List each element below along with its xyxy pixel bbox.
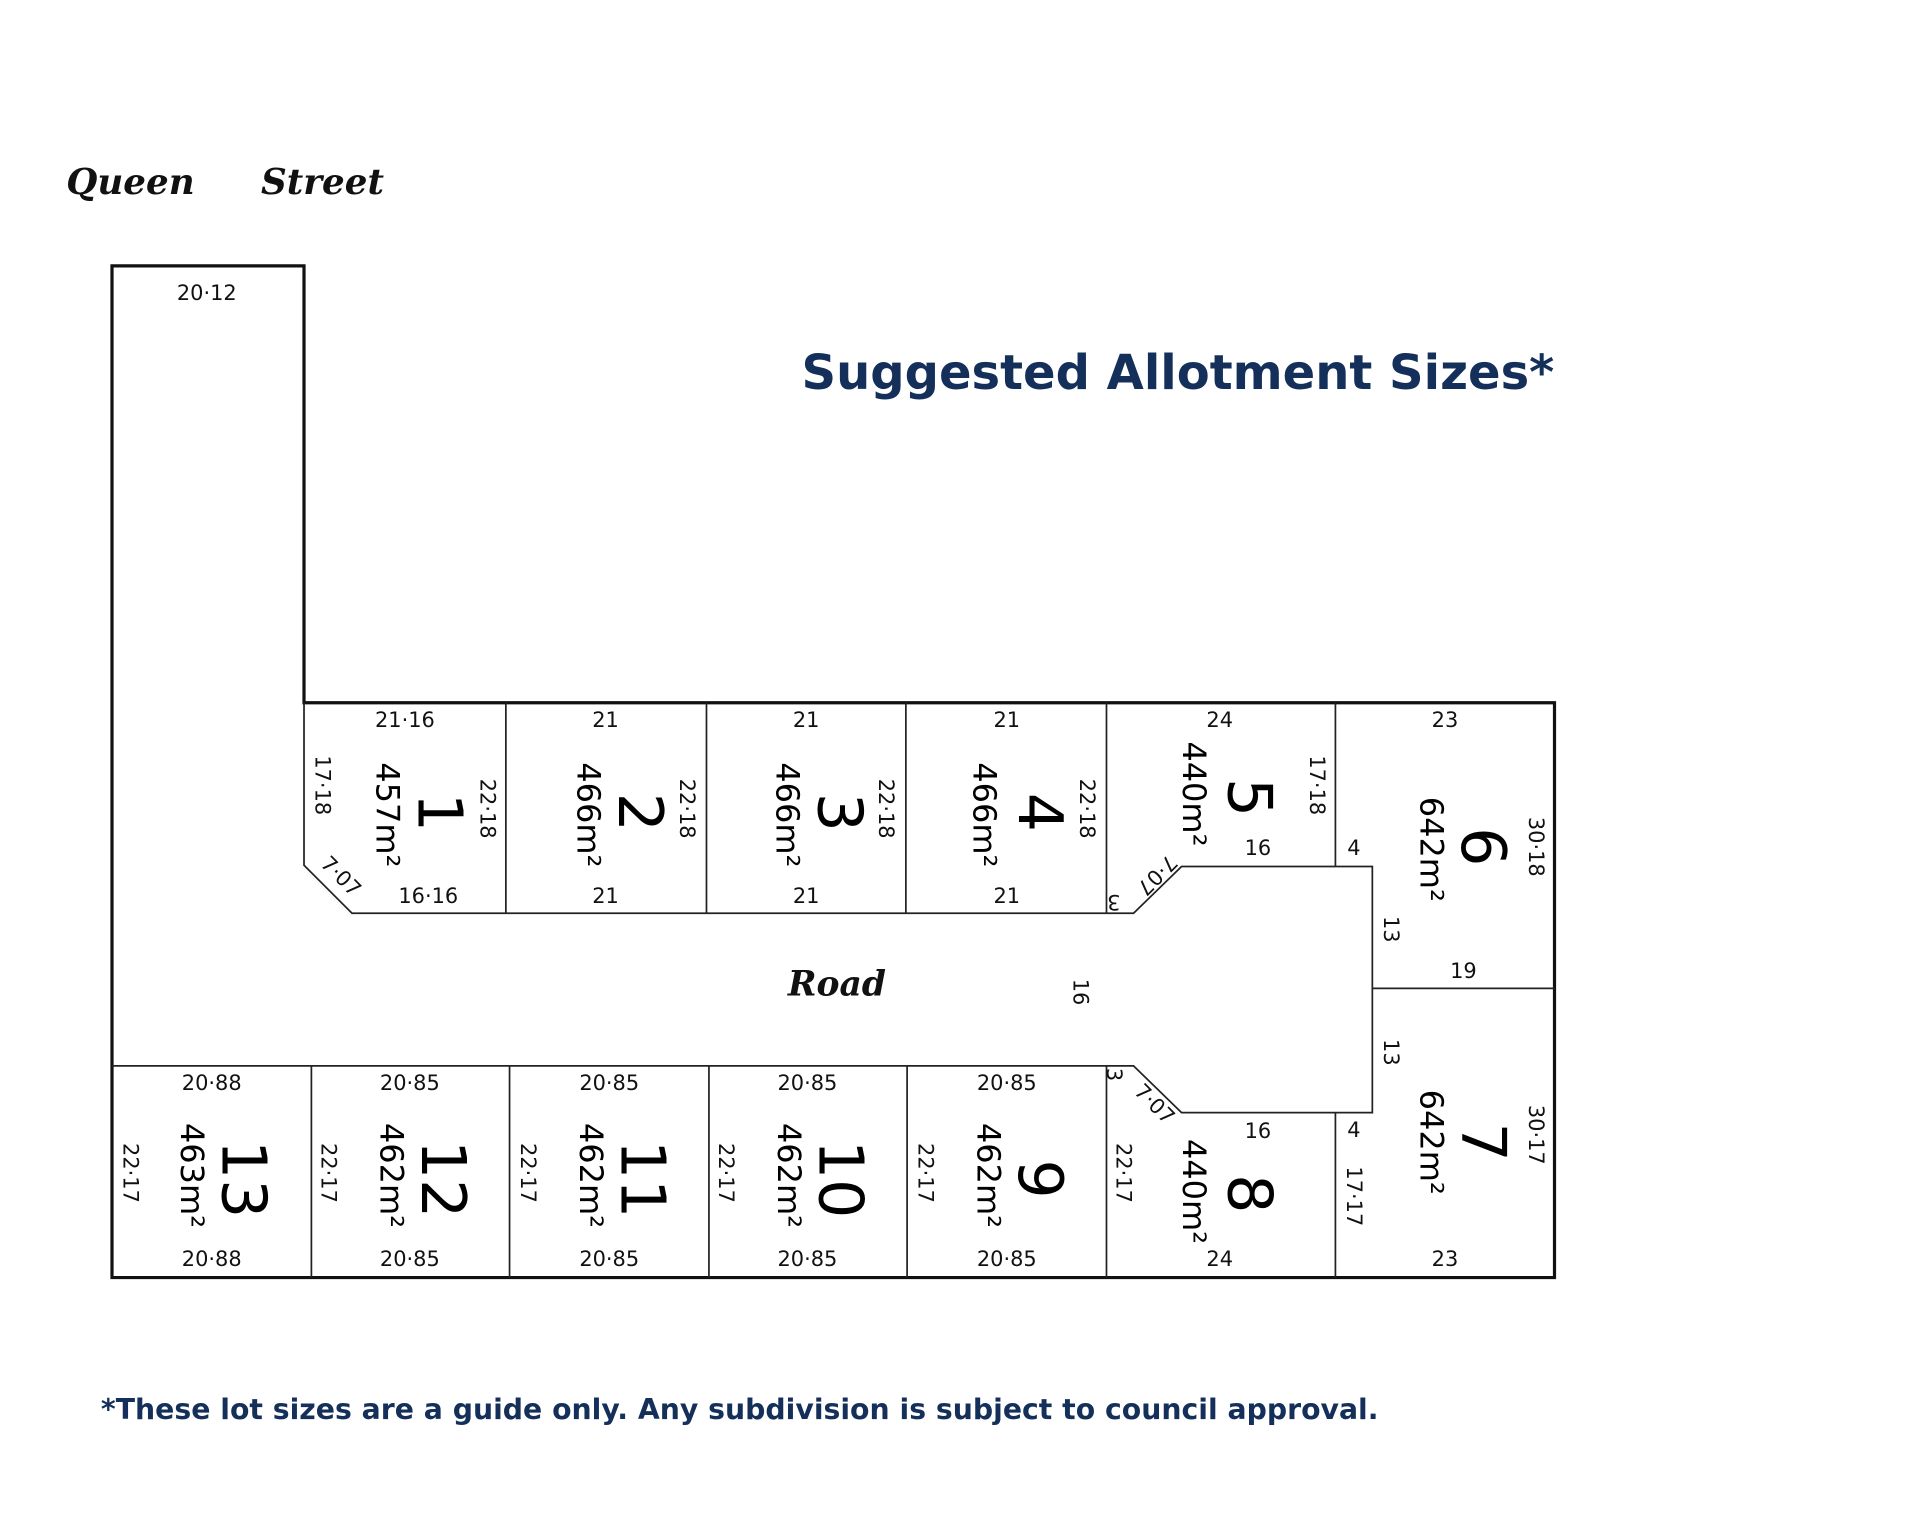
- lot-10: 20·85 20·85 22·17 10 462m²: [714, 1071, 876, 1271]
- lot-4-right: 22·18: [1075, 779, 1099, 839]
- lot-7-left-short: 4: [1347, 1118, 1360, 1142]
- lot-12: 20·85 20·85 22·17 12 462m²: [317, 1071, 479, 1271]
- lot-8-bottom: 24: [1206, 1247, 1233, 1271]
- footnote: *These lot sizes are a guide only. Any s…: [101, 1393, 1379, 1426]
- lot-1-area: 457m²: [369, 762, 407, 867]
- lot-13: 20·88 20·88 22·17 13 463m²: [118, 1071, 279, 1271]
- lot-9-area: 462m²: [969, 1123, 1007, 1228]
- lot-3-number: 3: [803, 793, 875, 832]
- lot-5-corner: 3: [1107, 890, 1120, 914]
- lot-10-area: 462m²: [770, 1123, 808, 1228]
- lot-3-area: 466m²: [769, 762, 807, 867]
- lot-13-area: 463m²: [173, 1123, 211, 1228]
- lot-7-number: 7: [1447, 1123, 1519, 1162]
- lot-6-area: 642m²: [1412, 797, 1450, 902]
- lot-12-left: 22·17: [317, 1143, 341, 1203]
- site-boundary: [110, 264, 1557, 1280]
- lot-2-top: 21: [592, 708, 619, 732]
- lot-10-number: 10: [805, 1140, 877, 1218]
- lot-4-area: 466m²: [966, 762, 1004, 867]
- lot-7: 23 13 4 17·17 30·17 7 642m²: [1342, 1039, 1548, 1271]
- lot-8-left: 22·17: [1112, 1143, 1136, 1203]
- lot-10-bottom: 20·85: [777, 1247, 837, 1271]
- lot-11-bottom: 20·85: [579, 1247, 639, 1271]
- lot-7-left-lower: 17·17: [1342, 1166, 1366, 1226]
- lot-5-right: 17·18: [1305, 755, 1329, 815]
- lot-13-number: 13: [208, 1140, 280, 1218]
- lot-5-bottom: 16: [1245, 836, 1272, 860]
- lot-11-number: 11: [606, 1140, 678, 1218]
- lot-2: 21 21 22·18 2 466m²: [569, 708, 698, 908]
- lot-5-area: 440m²: [1175, 741, 1213, 846]
- lot-6-bottom: 19: [1450, 959, 1477, 983]
- lot-12-number: 12: [407, 1140, 479, 1218]
- lot-2-right: 22·18: [675, 779, 699, 839]
- lot-7-area: 642m²: [1412, 1090, 1450, 1195]
- lot-11-left: 22·17: [516, 1143, 540, 1203]
- lot-3-bottom: 21: [793, 884, 820, 908]
- lot-1-right: 22·18: [475, 779, 499, 839]
- lot-4-bottom: 21: [993, 884, 1020, 908]
- lot-5-top: 24: [1206, 708, 1233, 732]
- lot-10-left: 22·17: [714, 1143, 738, 1203]
- lot-dividers: [310, 702, 1555, 1278]
- road-width: 16: [1069, 979, 1093, 1006]
- street-name-queen: Queen: [66, 161, 194, 203]
- lot-7-left: 13: [1379, 1039, 1403, 1066]
- lot-12-top: 20·85: [380, 1071, 440, 1095]
- lot-11-top: 20·85: [579, 1071, 639, 1095]
- lot-8-number: 8: [1213, 1174, 1285, 1213]
- lot-6: 23 19 4 13 30·18 6 642m²: [1347, 708, 1548, 983]
- lot-13-left: 22·17: [118, 1143, 142, 1203]
- road-boundary: [112, 702, 1374, 1114]
- page-title: Suggested Allotment Sizes*: [802, 345, 1555, 401]
- lot-1-top: 21·16: [375, 708, 435, 732]
- lot-13-top: 20·88: [182, 1071, 242, 1095]
- lot-5-chamfer: 7·07: [1132, 850, 1182, 900]
- lot-5-number: 5: [1213, 778, 1285, 817]
- lot-2-bottom: 21: [592, 884, 619, 908]
- lot-9-bottom: 20·85: [977, 1247, 1037, 1271]
- lot-6-left: 13: [1379, 916, 1403, 943]
- lot-8-top: 16: [1245, 1119, 1272, 1143]
- lot-7-bottom: 23: [1432, 1247, 1459, 1271]
- road-label: Road: [787, 965, 886, 1005]
- lot-2-number: 2: [604, 793, 676, 832]
- lot-4: 21 21 22·18 4 466m²: [966, 708, 1099, 908]
- lot-9: 20·85 20·85 22·17 9 462m²: [914, 1071, 1076, 1271]
- stem-frontage: 20·12: [177, 281, 237, 305]
- lot-1-bottom: 16·16: [398, 884, 458, 908]
- lot-3-right: 22·18: [874, 779, 898, 839]
- lot-3-top: 21: [793, 708, 820, 732]
- lot-6-top: 23: [1432, 708, 1459, 732]
- lot-8: 16 24 22·17 3 7·07 8 440m²: [1102, 1068, 1285, 1271]
- lot-11: 20·85 20·85 22·17 11 462m²: [516, 1071, 678, 1271]
- lot-10-top: 20·85: [777, 1071, 837, 1095]
- lot-3: 21 21 22·18 3 466m²: [769, 708, 898, 908]
- lot-6-number: 6: [1447, 827, 1519, 866]
- lot-8-corner: 3: [1102, 1068, 1126, 1081]
- lot-1-left: 17·18: [310, 755, 334, 815]
- street-name-street: Street: [261, 161, 384, 203]
- lot-1: 21·16 16·16 17·18 22·18 7·07 1 457m²: [310, 708, 499, 908]
- lot-6-right: 30·18: [1524, 817, 1548, 877]
- lot-9-number: 9: [1004, 1160, 1076, 1199]
- lot-8-area: 440m²: [1175, 1139, 1213, 1244]
- lot-9-top: 20·85: [977, 1071, 1037, 1095]
- lot-9-left: 22·17: [914, 1143, 938, 1203]
- lot-2-area: 466m²: [569, 762, 607, 867]
- lot-4-number: 4: [1004, 793, 1076, 832]
- lot-11-area: 462m²: [572, 1123, 610, 1228]
- lot-1-number: 1: [403, 793, 475, 832]
- lot-12-bottom: 20·85: [380, 1247, 440, 1271]
- lot-12-area: 462m²: [372, 1123, 410, 1228]
- lot-13-bottom: 20·88: [182, 1247, 242, 1271]
- lot-8-chamfer: 7·07: [1130, 1079, 1180, 1129]
- lot-7-right: 30·17: [1524, 1105, 1548, 1165]
- lot-1-chamfer: 7·07: [316, 851, 366, 901]
- lot-5: 24 16 17·18 3 7·07 5 440m²: [1107, 708, 1329, 914]
- lot-4-top: 21: [993, 708, 1020, 732]
- lot-6-left-short: 4: [1347, 836, 1360, 860]
